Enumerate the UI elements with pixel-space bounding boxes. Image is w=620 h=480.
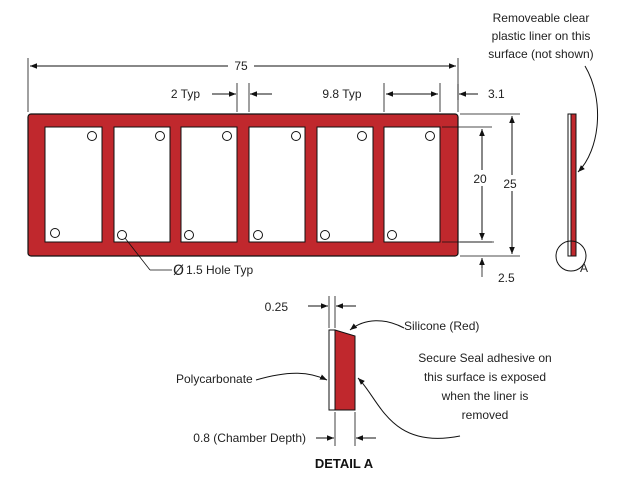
chamber-window [383,126,441,243]
liner-note-line-2: plastic liner on this [492,29,591,43]
dimension-label-2-typ: 2 Typ [171,87,200,101]
port-hole [320,230,330,240]
dimension-overall-width: 75 [27,57,459,112]
adhesive-note-line-4: removed [462,408,509,422]
chamber-window [248,126,306,243]
hole-diameter-symbol: Ø [173,263,184,279]
detail-a-marker: A [580,261,588,275]
port-hole [222,131,232,141]
port-hole [291,131,301,141]
dimension-edge-margin: 3.1 [457,84,505,101]
port-hole [387,230,397,240]
liner-note-line-3: surface (not shown) [488,47,593,61]
silicone-label: Silicone (Red) [404,319,479,333]
dimension-window-height: 20 [442,126,494,243]
dimension-label-25: 25 [503,177,517,191]
port-hole [50,228,60,238]
detail-a: 0.25 0.8 (Chamber Depth) Silicone (Red) … [176,296,552,471]
chamber-window [180,126,238,243]
liner-note-line-1: Removeable clear [493,11,590,25]
liner-note: Removeable clear plastic liner on this s… [488,11,599,173]
dimension-label-0-25: 0.25 [265,300,289,314]
adhesive-note-line-2: this surface is exposed [424,370,546,384]
dimension-label-2-5: 2.5 [498,271,515,285]
gasket-part [27,113,459,257]
dimension-label-20: 20 [473,172,487,186]
port-hole [117,230,127,240]
dimension-overall-height: 25 [460,113,524,257]
detail-a-title: DETAIL A [315,456,374,471]
port-hole [184,230,194,240]
chamber-window [44,126,103,243]
detail-a-circle [555,240,587,272]
side-view-silicone [570,113,577,257]
port-hole [357,131,367,141]
dimension-bottom-margin: 2.5 [460,241,515,285]
port-hole [155,131,165,141]
hole-callout: Ø 1.5 Hole Typ [124,237,253,279]
polycarbonate-label: Polycarbonate [176,372,253,386]
detail-silicone [334,329,356,411]
adhesive-note-line-3: when the liner is [441,389,529,403]
side-view: A [555,113,588,275]
detail-polycarbonate [328,329,336,411]
chamber-window [316,126,374,243]
hole-diameter-label: 1.5 Hole Typ [186,263,253,277]
dimension-label-9-8-typ: 9.8 Typ [322,87,361,101]
adhesive-note-line-1: Secure Seal adhesive on [418,351,551,365]
port-hole [425,131,435,141]
dimension-window-width: 9.8 Typ [322,83,441,112]
chamber-window [113,126,171,243]
dimension-gap: 2 Typ [171,83,272,112]
dimension-label-0-8: 0.8 (Chamber Depth) [193,431,306,445]
dimension-label-3-1: 3.1 [488,87,505,101]
dimension-label-75: 75 [234,59,248,73]
port-hole [87,131,97,141]
port-hole [253,230,263,240]
